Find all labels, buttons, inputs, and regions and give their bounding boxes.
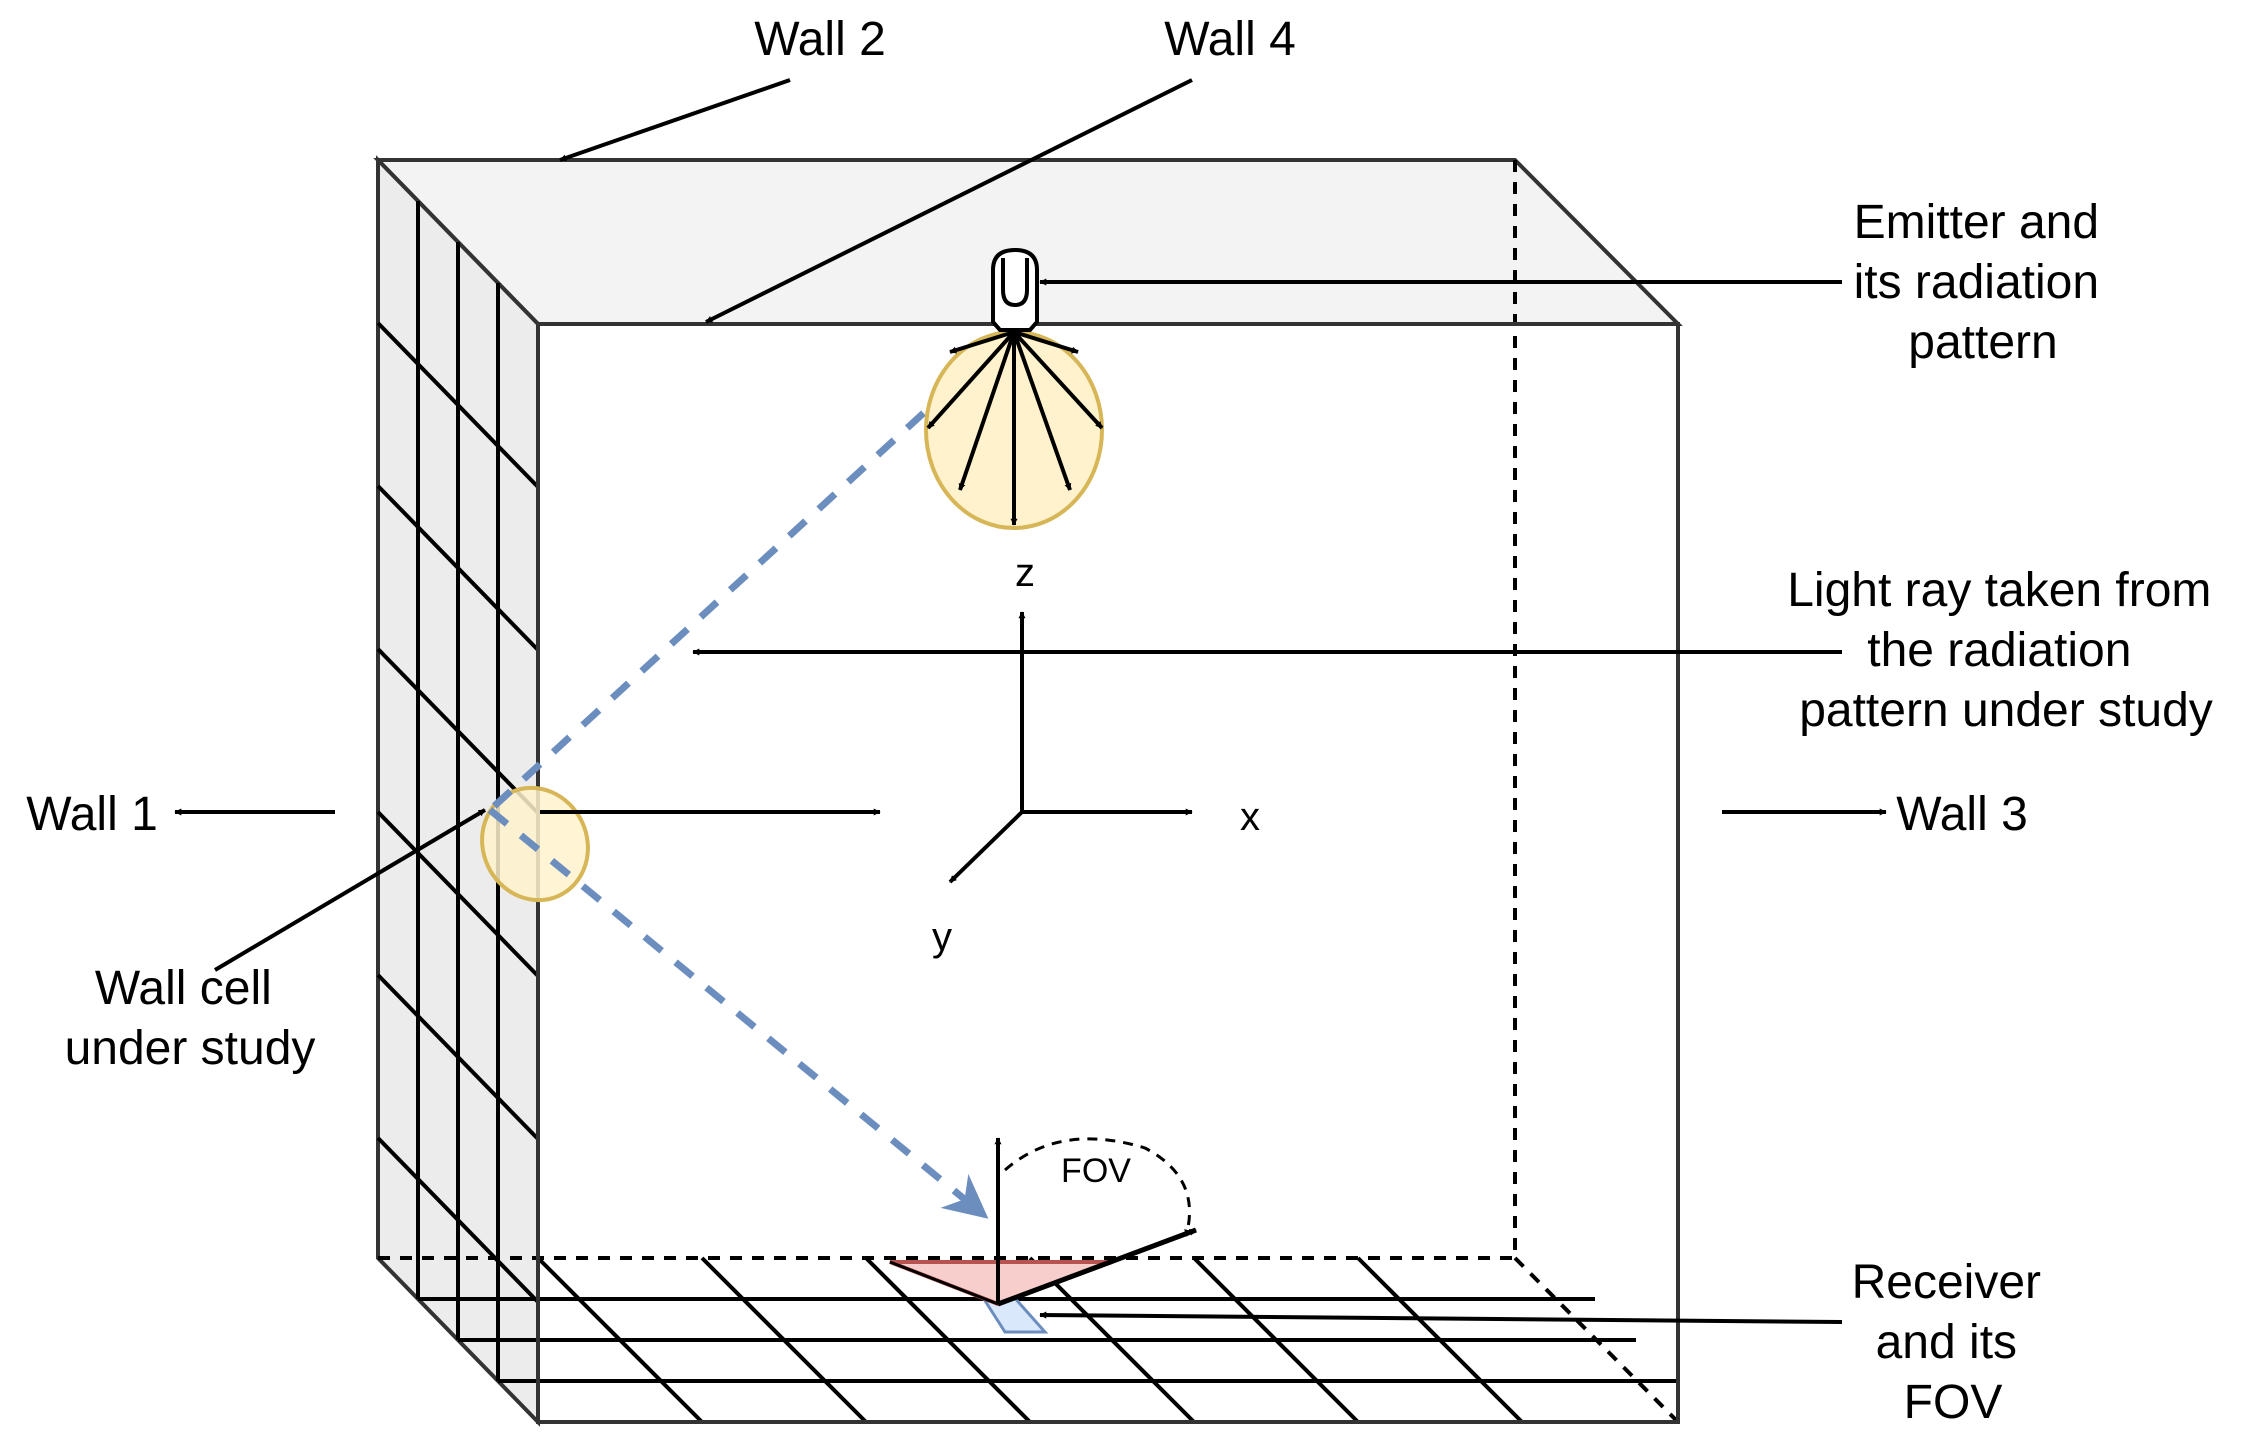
fov-label: FOV <box>1061 1152 1131 1190</box>
wall-cell-label: Wall cell under study <box>65 962 316 1075</box>
wall1-label: Wall 1 <box>26 788 158 841</box>
radiation-ray <box>949 330 1015 354</box>
hidden-edges <box>378 160 1680 1424</box>
axis-x-label: x <box>1240 795 1260 839</box>
emitter-label: Emitter and its radiation pattern <box>1854 196 2113 369</box>
wall-cell-pointer <box>213 808 487 972</box>
radiation-pattern <box>924 330 1104 530</box>
receiver-label: Receiver and its FOV <box>1852 1256 2055 1429</box>
light-ray <box>487 329 1015 1219</box>
wall2-pointer <box>559 78 791 162</box>
light-ray-label: Light ray taken from the radiation patte… <box>1787 564 2225 737</box>
left-wall-grid <box>376 201 540 1381</box>
emitter-led-icon <box>991 247 1039 332</box>
radiation-ray <box>958 331 1016 491</box>
receiver-fov <box>889 1137 1197 1334</box>
fov-edge <box>997 1227 1197 1307</box>
radiation-ray <box>1012 330 1104 430</box>
wall2-label: Wall 2 <box>754 13 886 66</box>
annotation-arrows <box>174 78 1887 1324</box>
fov-arc <box>1004 1137 1192 1237</box>
radiation-ray <box>1013 330 1079 354</box>
radiation-ray <box>926 330 1016 430</box>
axis-z-label: z <box>1015 551 1035 595</box>
coordinate-axes <box>948 611 1193 884</box>
receiver-pointer <box>1039 1311 1843 1324</box>
wall4-pointer <box>705 78 1193 324</box>
y-axis <box>948 810 1024 884</box>
wall3-label: Wall 3 <box>1896 788 2028 841</box>
wall4-label: Wall 4 <box>1164 13 1296 66</box>
radiation-ray <box>1012 331 1072 491</box>
axis-y-label: y <box>932 915 952 959</box>
